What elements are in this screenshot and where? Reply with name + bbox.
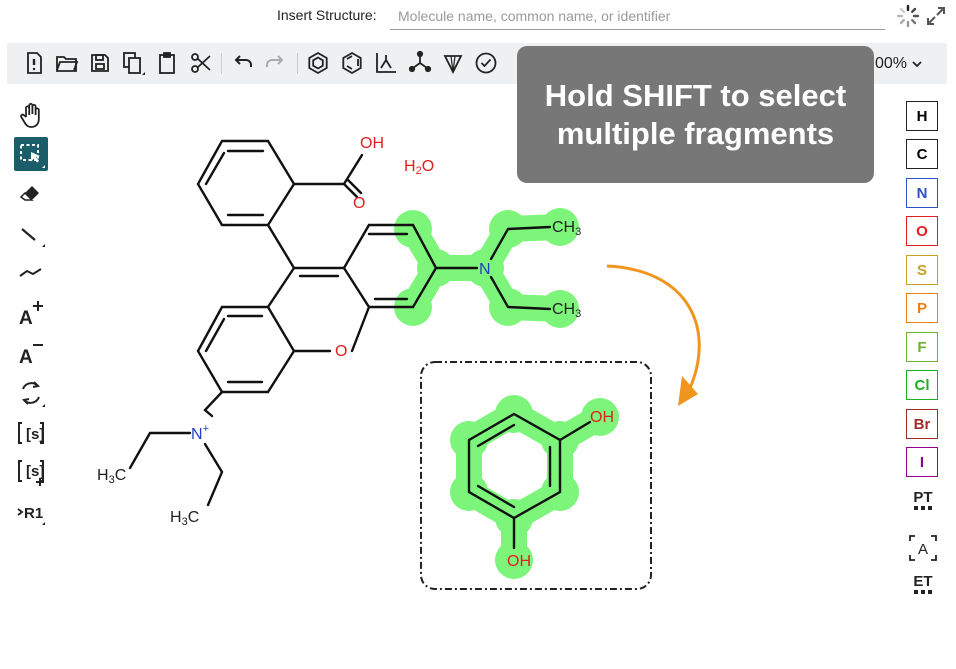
toolbar-separator	[221, 53, 222, 74]
atom-button-p[interactable]: P	[906, 293, 938, 323]
toolbar-separator	[297, 53, 298, 74]
rgroup-icon: R1	[17, 505, 45, 525]
fragment-oh-top-label: OH	[590, 409, 614, 426]
fullscreen-icon[interactable]	[924, 4, 948, 28]
layout-icon[interactable]	[373, 50, 399, 76]
rhodamine-bonds	[128, 139, 552, 507]
atom-button-h[interactable]: H	[906, 101, 938, 131]
svg-text:A: A	[19, 308, 33, 329]
atom-alias-icon: A	[909, 535, 937, 561]
charge-plus-tool[interactable]: A	[14, 297, 48, 331]
svg-text:A: A	[19, 347, 33, 368]
selection-atom-highlights	[394, 208, 619, 579]
charge-minus-icon: A	[19, 344, 43, 368]
stereo-icon[interactable]	[440, 50, 466, 76]
3d-view-icon[interactable]	[407, 50, 433, 76]
sgroup-add-text: [s]	[26, 463, 44, 480]
amine-nitrogen-label: N	[479, 261, 491, 278]
chain-tool[interactable]	[14, 255, 48, 289]
clean-structure-icon[interactable]	[305, 50, 331, 76]
periodic-table-icon: PT	[913, 489, 933, 510]
water-label: H2O	[404, 158, 434, 177]
paste-icon[interactable]	[154, 50, 180, 76]
atom-button-i[interactable]: I	[906, 447, 938, 477]
cut-icon[interactable]	[188, 50, 214, 76]
atom-button-s[interactable]: S	[906, 255, 938, 285]
atom-alias-button[interactable]: A	[906, 533, 940, 563]
atom-button-br[interactable]: Br	[906, 409, 938, 439]
aromatize-icon[interactable]	[339, 50, 365, 76]
select-tool[interactable]	[14, 137, 48, 171]
hand-icon	[20, 103, 40, 128]
bond-icon	[21, 228, 45, 247]
hand-tool[interactable]	[14, 99, 48, 133]
carboxyl-o-label: O	[353, 195, 365, 212]
h3c-bottom-label: H3C	[170, 509, 199, 528]
insert-structure-bar: Insert Structure:	[0, 0, 956, 34]
select-icon	[20, 144, 45, 168]
chain-icon	[19, 268, 42, 277]
periodic-table-button[interactable]: PT	[906, 485, 940, 515]
chevron-down-icon	[912, 61, 922, 68]
selection-highlight	[400, 214, 613, 573]
redo-icon[interactable]	[263, 50, 289, 76]
rotate-tool[interactable]	[14, 376, 48, 410]
extended-table-text: ET	[913, 573, 932, 590]
atom-button-cl[interactable]: Cl	[906, 370, 938, 400]
charge-minus-tool[interactable]: A	[14, 336, 48, 370]
atom-button-f[interactable]: F	[906, 332, 938, 362]
zoom-dropdown[interactable]: 00%	[875, 53, 924, 75]
new-file-icon[interactable]	[21, 50, 47, 76]
resorcinol-bonds	[467, 412, 592, 550]
sgroup-add-icon: [s]	[18, 460, 44, 486]
atom-button-o[interactable]: O	[906, 216, 938, 246]
open-folder-icon[interactable]	[54, 50, 80, 76]
rgroup-tool[interactable]: R1	[14, 494, 48, 528]
sgroup-text: [s]	[26, 426, 44, 443]
zoom-value: 00%	[875, 55, 908, 72]
insert-structure-label: Insert Structure:	[277, 7, 377, 23]
insert-structure-input[interactable]	[390, 2, 885, 30]
curved-arrow	[606, 264, 701, 406]
rotate-icon	[21, 381, 45, 407]
atom-button-c[interactable]: C	[906, 139, 938, 169]
ch3-top-label: CH3	[552, 219, 581, 238]
loading-spinner-icon	[896, 4, 920, 28]
undo-icon[interactable]	[229, 50, 255, 76]
sgroup-tool[interactable]: [s]	[14, 416, 48, 450]
eraser-icon	[19, 186, 39, 201]
single-bond-tool[interactable]	[14, 216, 48, 250]
fragment-selection-box	[420, 361, 652, 590]
atom-alias-text: A	[918, 541, 928, 558]
ch3-bottom-label: CH3	[552, 301, 581, 320]
charge-plus-icon: A	[19, 301, 43, 329]
check-icon[interactable]	[473, 50, 499, 76]
shift-select-hint: Hold SHIFT to select multiple fragments	[517, 46, 874, 183]
n-plus-label: N+	[191, 423, 209, 443]
rgroup-text: R1	[24, 505, 43, 522]
fragment-oh-bottom-label: OH	[507, 553, 531, 570]
sgroup-icon: [s]	[18, 422, 44, 444]
carboxyl-oh-label: OH	[360, 135, 384, 152]
extended-table-icon: ET	[913, 573, 933, 594]
ring-oxygen-label: O	[335, 343, 347, 360]
atom-button-n[interactable]: N	[906, 178, 938, 208]
h3c-left-label: H3C	[97, 467, 126, 486]
save-icon[interactable]	[87, 50, 113, 76]
copy-icon[interactable]	[120, 50, 146, 76]
periodic-table-text: PT	[913, 489, 932, 506]
atom-labels: OH O H2O O N CH3 CH3 N+ H3C H3C OH OH	[97, 135, 614, 570]
eraser-tool[interactable]	[14, 176, 48, 210]
extended-table-button[interactable]: ET	[906, 569, 940, 599]
sgroup-add-tool[interactable]: [s]	[14, 454, 48, 488]
